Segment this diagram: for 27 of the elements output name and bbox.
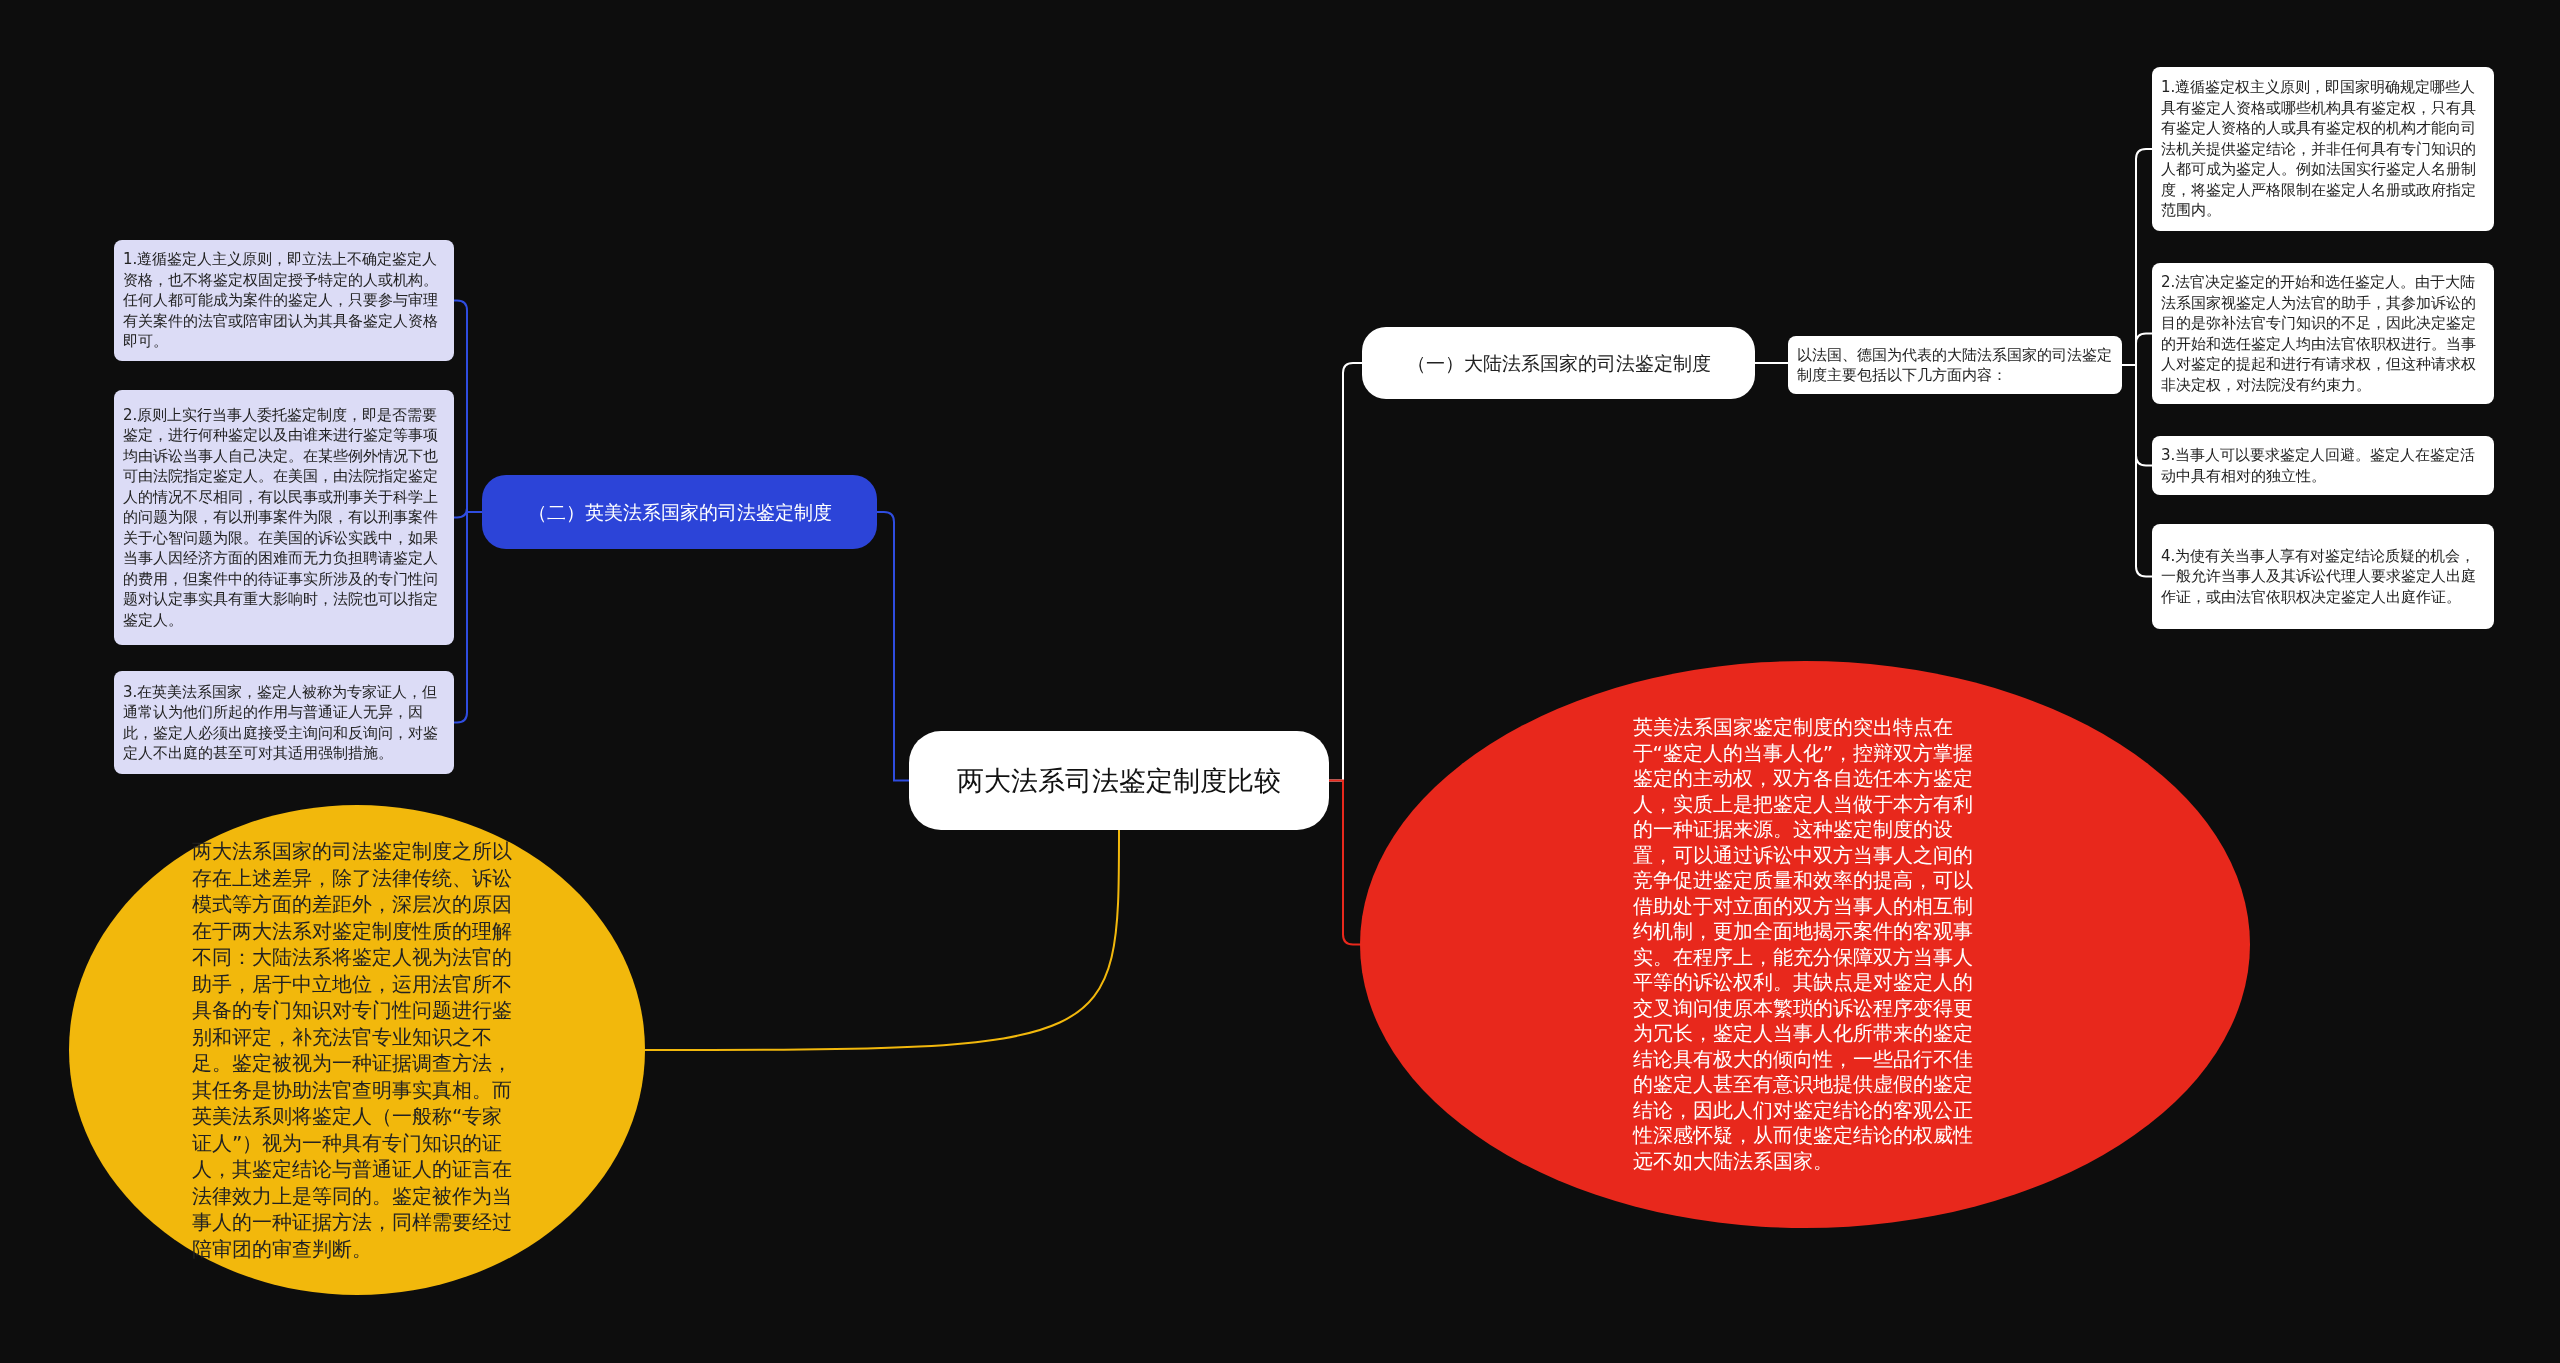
text-box <box>2152 67 2494 231</box>
node-text: 两大法系司法鉴定制度比较 <box>957 763 1281 798</box>
text-box <box>2152 524 2494 629</box>
node-text: 两大法系国家的司法鉴定制度之所以存在上述差异，除了法律传统、诉讼模式等方面的差距外，深层次的原因在于两大法系对鉴定制度性质的理解不同：大陆法系将鉴定人视为法官的助手，居于中立地位，运用法官所不具备的专门知识对专门性问题进行鉴别和评定，补充法官专业知识之不足。鉴定被视为一种证据调查方法，其任务是协助法官查明事实真相。而英美法系则将鉴定人（一般称“专家证人”）视为一种具有专门知识的证人，其鉴定结论与普通证人的证言在法律效力上是等同的。鉴定被作为当事人的一种证据方法，同样需要经过陪审团的审查判断。 <box>192 838 513 1262</box>
node-text: 以法国、德国为代表的大陆法系国家的司法鉴定制度主要包括以下几方面内容： <box>1797 344 2113 386</box>
node-text: （二）英美法系国家的司法鉴定制度 <box>527 500 832 525</box>
node-text: 2.法官决定鉴定的开始和选任鉴定人。由于大陆法系国家视鉴定人为法官的助手，其参加诉讼的目的是弥补法官专门知识的不足，因此决定鉴定的开始和选任鉴定人均由法官依职权进行。当事人对鉴定的提起和进行有请求权，但这种请求权非决定权，对法院没有约束力。 <box>2161 272 2477 395</box>
connector-line <box>453 511 483 724</box>
text-box <box>114 240 454 361</box>
text-box <box>114 390 454 645</box>
topic-box <box>909 731 1329 830</box>
branch-box <box>482 475 877 549</box>
branch-box <box>1362 327 1755 399</box>
node-text: 英美法系国家鉴定制度的突出特点在于“鉴定人的当事人化”，控辩双方掌握鉴定的主动权，双方各自选任本方鉴定人，实质上是把鉴定人当做于本方有利的一种证据来源。这种鉴定制度的设置，可以通过诉讼中双方当事人之间的竞争促进鉴定质量和效率的提高，可以借助处于对立面的双方当事人的相互制约机制，更加全面地揭示案件的客观事实。在程序上，能充分保障双方当事人平等的诉讼权利。其缺点是对鉴定人的交叉询问使原本繁琐的诉讼程序变得更为冗长，鉴定人当事人化所带来的鉴定结论具有极大的倾向性，一些品行不佳的鉴定人甚至有意识地提供虚假的鉴定结论，因此人们对鉴定结论的客观公正性深感怀疑，从而使鉴定结论的权威性远不如大陆法系国家。 <box>1632 715 1975 1174</box>
text-box <box>2152 263 2494 404</box>
connector-line <box>644 829 1120 1051</box>
text-box <box>114 671 454 774</box>
node-text: 3.当事人可以要求鉴定人回避。鉴定人在鉴定活动中具有相对的独立性。 <box>2161 445 2477 486</box>
node-text: 1.遵循鉴定人主义原则，即立法上不确定鉴定人资格，也不将鉴定权固定授予特定的人或机构。任何人都可能成为案件的鉴定人，只要参与审理有关案件的法官或陪审团认为其具备鉴定人资格即可。 <box>123 249 439 352</box>
node-text: （一）大陆法系国家的司法鉴定制度 <box>1406 351 1711 376</box>
text-box <box>2152 436 2494 495</box>
node-text: 2.原则上实行当事人委托鉴定制度，即是否需要鉴定，进行何种鉴定以及由谁来进行鉴定等事项均由诉讼当事人自己决定。在某些例外情况下也可由法院指定鉴定人。在美国，由法院指定鉴定人的情况不尽相同，有以民事或刑事关于科学上的问题为限，有以刑事案件为限，有以刑事案件关于心智问题为限。在美国的诉讼实践中，如果当事人因经济方面的困难而无力负担聘请鉴定人的费用，但案件中的待证事实所涉及的专门性问题对认定事实具有重大影响时，法院也可以指定鉴定人。 <box>123 404 439 631</box>
node-text: 3.在英美法系国家，鉴定人被称为专家证人，但通常认为他们所起的作用与普通证人无异，因此，鉴定人必须出庭接受主询问和反询问，对鉴定人不出庭的甚至可对其适用强制措施。 <box>123 681 439 764</box>
connector-line <box>1754 362 1789 364</box>
node-text: 4.为使有关当事人享有对鉴定结论质疑的机会，一般允许当事人及其诉讼代理人要求鉴定人出庭作证，或由法官依职权决定鉴定人出庭作证。 <box>2161 545 2477 608</box>
text-box <box>1788 336 2122 394</box>
node-text: 1.遵循鉴定权主义原则，即国家明确规定哪些人具有鉴定人资格或哪些机构具有鉴定权，只有具有鉴定人资格的人或具有鉴定权的机构才能向司法机关提供鉴定结论，并非任何具有专门知识的人都可成为鉴定人。例如法国实行鉴定人名册制度，将鉴定人严格限制在鉴定人名册或政府指定范围内。 <box>2161 77 2477 221</box>
